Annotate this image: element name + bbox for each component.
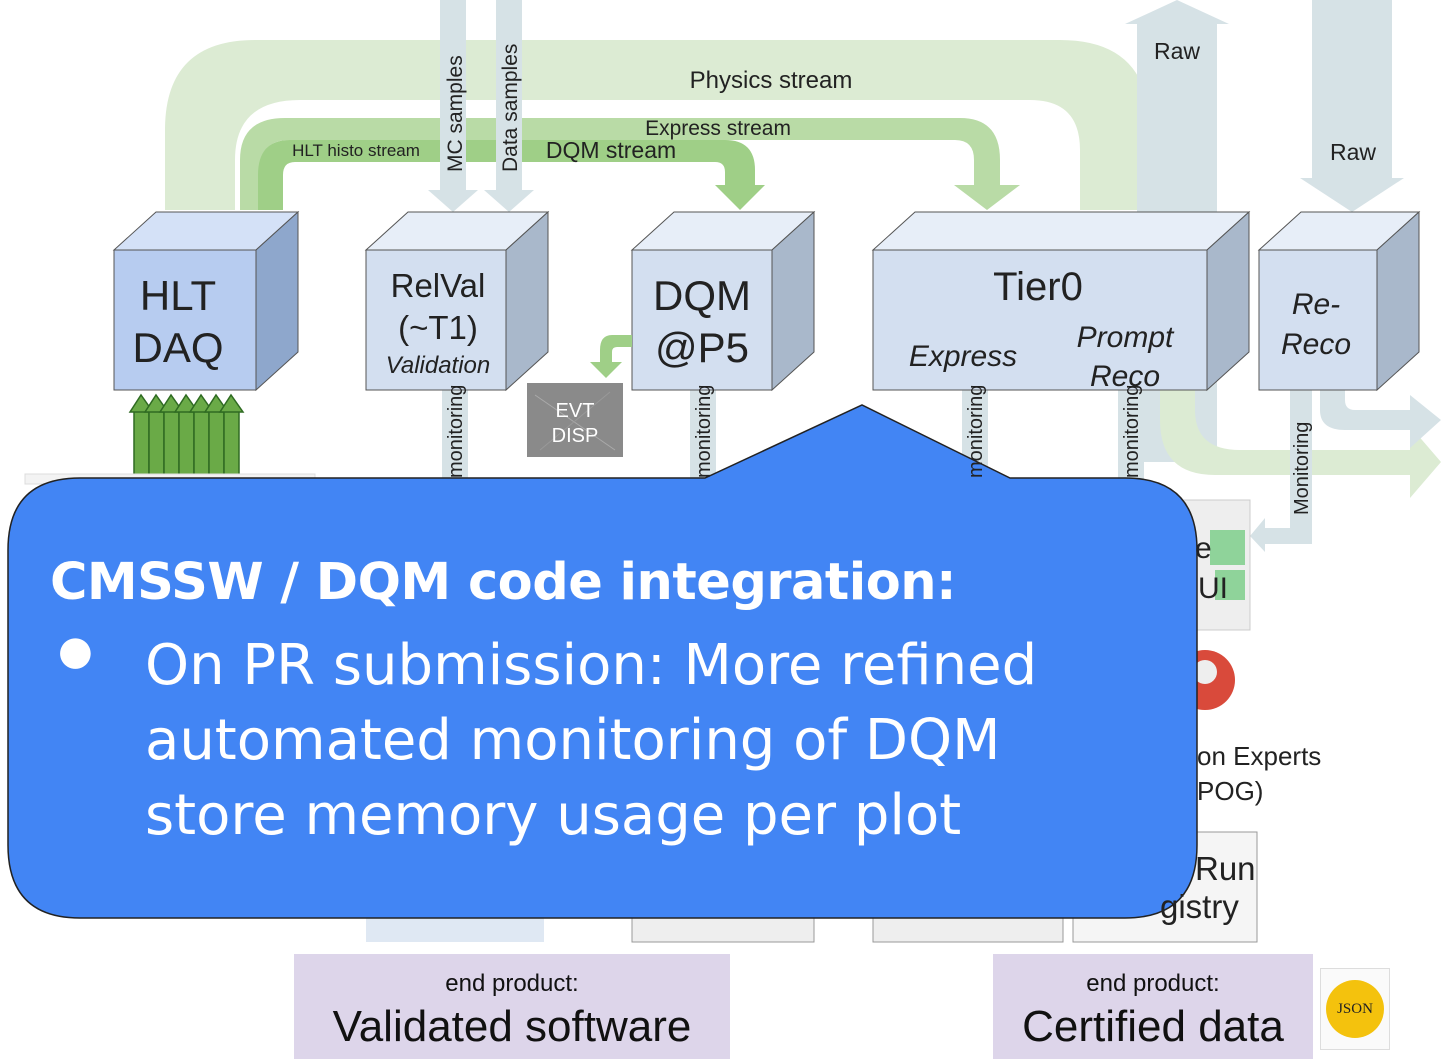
relval-label-1: RelVal bbox=[391, 267, 486, 304]
rereco-box bbox=[1257, 210, 1421, 392]
run-registry-label-a: Run bbox=[1195, 850, 1256, 887]
hlt-label-2: DAQ bbox=[132, 324, 223, 371]
rereco-monitoring-arrow bbox=[1250, 390, 1312, 552]
data-samples-label: Data samples bbox=[499, 44, 522, 172]
monitoring-label-dqm: monitoring bbox=[693, 385, 715, 478]
callout-title: CMSSW / DQM code integration: bbox=[50, 553, 957, 612]
hlt-label-1: HLT bbox=[140, 272, 216, 319]
end-product-title: Certified data bbox=[1022, 1002, 1284, 1051]
end-product-validated-software: end product: Validated software bbox=[294, 954, 730, 1059]
callout-bullet-text: On PR submission: More refined automated… bbox=[145, 633, 1038, 848]
raw-label-2: Raw bbox=[1330, 139, 1376, 165]
rereco-output-arrow bbox=[1320, 390, 1441, 448]
tier0-label: Tier0 bbox=[993, 265, 1083, 309]
physics-stream-arrow bbox=[165, 40, 1150, 210]
monitoring-label-express: monitoring bbox=[965, 385, 987, 478]
end-product-caption: end product: bbox=[1086, 970, 1220, 997]
mc-samples-arrow bbox=[428, 0, 478, 212]
end-product-title: Validated software bbox=[332, 1002, 692, 1051]
raw-label-1: Raw bbox=[1154, 38, 1200, 64]
hlt-histo-stream-label: HLT histo stream bbox=[292, 141, 420, 160]
experts-label-b: POG) bbox=[1197, 776, 1263, 806]
experts-label-a: on Experts bbox=[1197, 741, 1321, 771]
tier0-prompt-label: Prompt bbox=[1077, 321, 1175, 354]
relval-label-3: Validation bbox=[386, 352, 491, 379]
express-stream-label: Express stream bbox=[645, 117, 791, 140]
evt-disp-image bbox=[527, 383, 623, 457]
monitoring-label-prompt: monitoring bbox=[1121, 385, 1143, 478]
dqm-label-2: @P5 bbox=[655, 324, 749, 371]
express-stream-arrow bbox=[240, 118, 1020, 210]
rereco-label-1: Re- bbox=[1292, 288, 1340, 321]
mc-samples-label: MC samples bbox=[444, 55, 467, 172]
gui-partial-label-a: e bbox=[1195, 532, 1212, 565]
callout-bubble bbox=[7, 404, 1198, 919]
tier0-reco-label: Reco bbox=[1090, 360, 1160, 393]
monitoring-label-relval: monitoring bbox=[445, 385, 467, 478]
dqm-stream-label: DQM stream bbox=[546, 137, 676, 163]
json-logo-text: JSON bbox=[1326, 980, 1384, 1038]
relval-box bbox=[364, 210, 550, 392]
raw-down-arrow bbox=[1300, 0, 1404, 212]
dqm-stream-arrow bbox=[258, 140, 765, 210]
monitoring-label-rereco: Monitoring bbox=[1291, 422, 1313, 515]
run-registry-label-b: gistry bbox=[1160, 888, 1239, 925]
dqm-p5-box bbox=[630, 210, 816, 392]
bullet-icon: ● bbox=[58, 628, 93, 674]
end-product-caption: end product: bbox=[445, 970, 579, 997]
physics-stream-label: Physics stream bbox=[690, 67, 853, 94]
hlt-daq-box bbox=[112, 210, 300, 392]
tier0-output-arrow bbox=[1160, 390, 1441, 498]
relval-label-2: (~T1) bbox=[398, 309, 478, 346]
data-samples-arrow bbox=[484, 0, 534, 212]
json-logo-icon: JSON bbox=[1320, 968, 1390, 1050]
evt-disp-label-2: DISP bbox=[552, 425, 599, 447]
tier0-express-label: Express bbox=[909, 340, 1017, 373]
gui-partial-label-b: UI bbox=[1198, 572, 1228, 605]
hlt-input-arrows bbox=[128, 393, 245, 491]
tier0-box bbox=[871, 210, 1251, 392]
dqm-label-1: DQM bbox=[653, 272, 751, 319]
evt-disp-label-1: EVT bbox=[556, 400, 595, 422]
evt-disp-arrow bbox=[590, 335, 632, 378]
end-product-certified-data: end product: Certified data bbox=[993, 954, 1313, 1059]
rereco-label-2: Reco bbox=[1281, 328, 1351, 361]
